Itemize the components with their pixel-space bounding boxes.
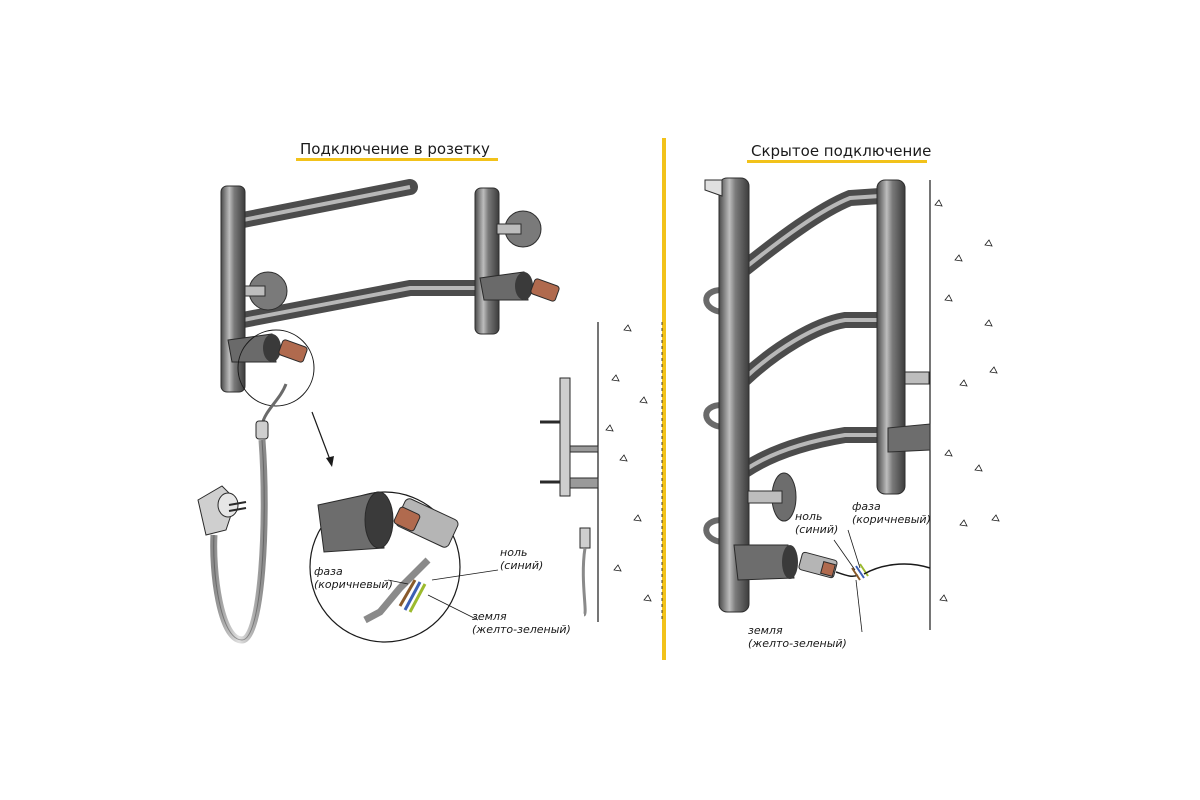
right-title-underline bbox=[747, 160, 927, 163]
left-title-underline bbox=[296, 158, 498, 161]
right-neutral-name: ноль bbox=[795, 510, 823, 523]
left-label-ground: земля (желто-зеленый) bbox=[472, 610, 571, 636]
power-cable-with-plug bbox=[197, 383, 288, 644]
left-ground-color: (желто-зеленый) bbox=[472, 623, 571, 636]
left-towel-rail bbox=[220, 179, 560, 393]
right-label-ground: земля (желто-зеленый) bbox=[748, 624, 847, 650]
right-towel-rail bbox=[703, 177, 1000, 633]
left-neutral-color: (синий) bbox=[500, 559, 544, 572]
right-ground-name: земля bbox=[748, 624, 783, 637]
left-neutral-name: ноль bbox=[500, 546, 528, 559]
right-phase-color: (коричневый) bbox=[852, 513, 931, 526]
right-ground-color: (желто-зеленый) bbox=[748, 637, 847, 650]
right-phase-name: фаза bbox=[852, 500, 881, 513]
zoom-detail-circle bbox=[309, 491, 499, 643]
right-panel-title: Скрытое подключение bbox=[751, 142, 932, 160]
left-ground-name: земля bbox=[472, 610, 507, 623]
zoom-arrow bbox=[311, 411, 333, 466]
right-label-neutral: ноль (синий) bbox=[795, 510, 838, 536]
left-label-phase: фаза (коричневый) bbox=[314, 565, 393, 591]
left-panel-title: Подключение в розетку bbox=[300, 140, 490, 158]
zoom-marker-circle bbox=[237, 329, 315, 407]
left-phase-color: (коричневый) bbox=[314, 578, 393, 591]
right-neutral-color: (синий) bbox=[795, 523, 839, 536]
left-wall-side-view bbox=[540, 322, 663, 622]
right-label-phase: фаза (коричневый) bbox=[852, 500, 931, 526]
left-phase-name: фаза bbox=[314, 565, 343, 578]
left-label-neutral: ноль (синий) bbox=[500, 546, 543, 572]
